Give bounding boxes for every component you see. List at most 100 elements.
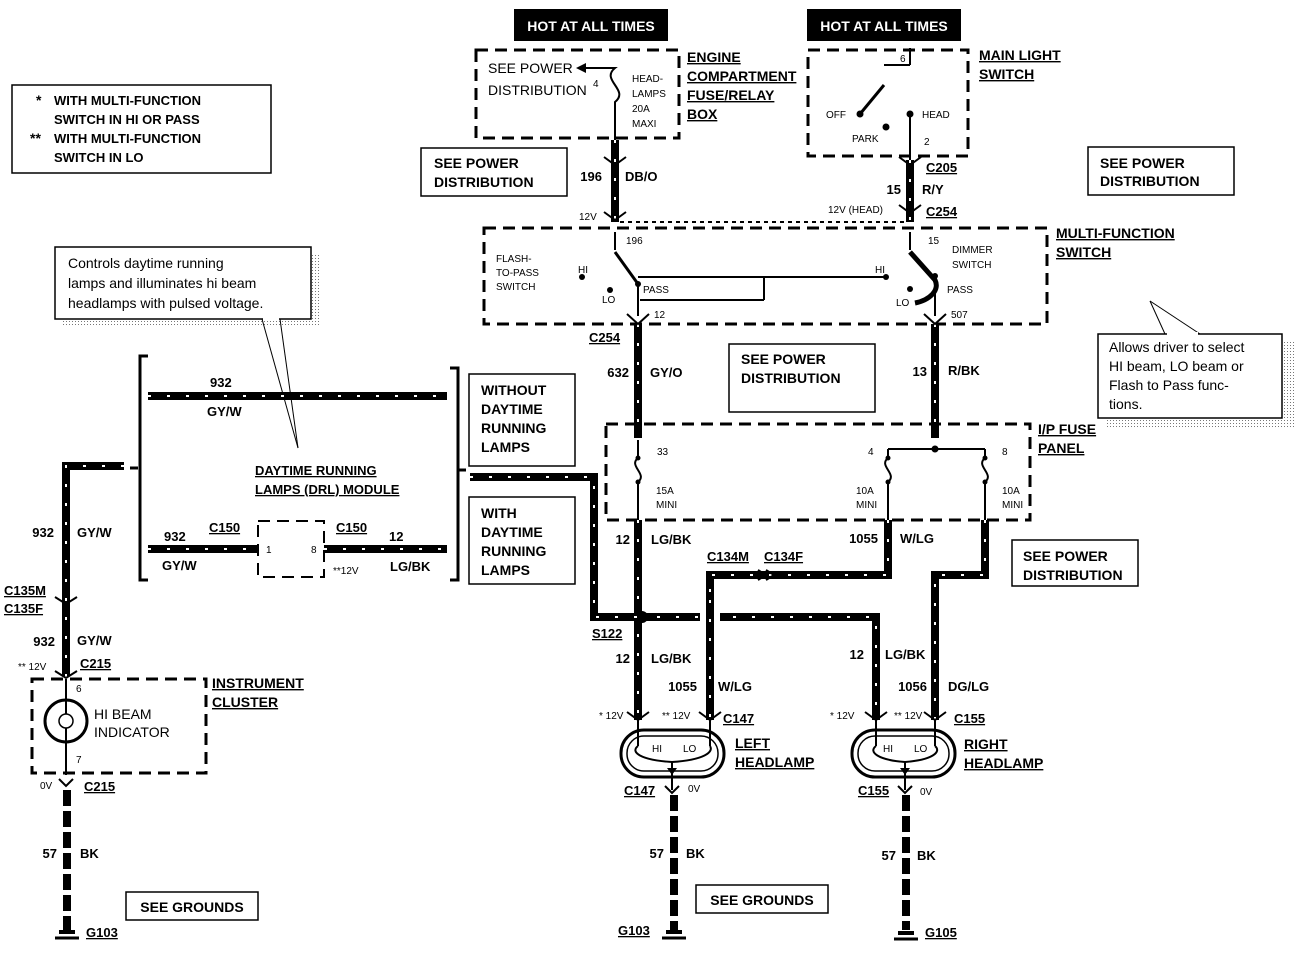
diagram-label: MAXI <box>632 119 656 130</box>
bracket-right <box>450 366 460 582</box>
diagram-label: 0V <box>920 787 933 798</box>
diagram-label: C147 <box>624 783 655 798</box>
diagram-label: RIGHT <box>964 736 1008 752</box>
diagram-label: * 12V <box>599 711 624 722</box>
diagram-label: SEE POWER <box>741 351 826 367</box>
diagram-label: DAYTIME <box>481 401 543 417</box>
left-headlamp: HI LO <box>619 720 726 790</box>
diagram-label: tions. <box>1109 396 1142 412</box>
with-drl-box: WITH DAYTIME RUNNING LAMPS <box>468 496 576 585</box>
diagram-label: SEE POWER <box>434 155 519 171</box>
diagram-label: DISTRIBUTION <box>488 82 587 98</box>
diagram-label: lamps and illuminates hi beam <box>68 275 256 291</box>
diagram-label: G105 <box>925 925 957 940</box>
diagram-label: PASS <box>643 285 669 296</box>
diagram-label: LO <box>602 295 616 306</box>
diagram-label: HEADLAMP <box>735 754 814 770</box>
diagram-label: GY/W <box>77 525 112 540</box>
diagram-label: HI <box>883 744 893 755</box>
diagram-label: LAMPS (DRL) MODULE <box>255 482 400 497</box>
diagram-label: LG/BK <box>651 651 692 666</box>
diagram-label: C135M <box>4 583 46 598</box>
diagram-label: 8 <box>311 545 317 556</box>
see-grounds-box-1: SEE GROUNDS <box>125 891 259 921</box>
diagram-label: BK <box>686 846 705 861</box>
diagram-label: 12 <box>616 532 630 547</box>
diagram-label: CLUSTER <box>212 694 278 710</box>
diagram-label: 12V (HEAD) <box>828 205 883 216</box>
ground-icon <box>662 930 686 940</box>
see-power-engine: SEE POWER DISTRIBUTION <box>488 60 587 98</box>
diagram-label: ** 12V <box>894 711 923 722</box>
arrow-icon <box>576 63 586 73</box>
diagram-label: SEE GROUNDS <box>710 892 813 908</box>
diagram-label: FUSE/RELAY <box>687 87 775 103</box>
diagram-label: ENGINE <box>687 49 741 65</box>
diagram-label: SEE POWER <box>1100 155 1185 171</box>
diagram-label: DAYTIME RUNNING <box>255 463 377 478</box>
without-drl-box: WITHOUT DAYTIME RUNNING LAMPS <box>468 373 576 467</box>
diagram-label: WITH MULTI-FUNCTION <box>54 131 201 146</box>
headlamps-fuse-link <box>580 67 621 140</box>
diagram-label: 1 <box>266 545 272 556</box>
diagram-label: BOX <box>687 106 718 122</box>
diagram-label: 196 <box>580 169 602 184</box>
diagram-label: 8 <box>1002 447 1008 458</box>
diagram-label: HEADLAMP <box>964 755 1043 771</box>
ground-icon <box>55 930 79 940</box>
diagram-label: W/LG <box>718 679 752 694</box>
see-power-box-4: SEE POWER DISTRIBUTION <box>1011 539 1139 587</box>
diagram-label: DISTRIBUTION <box>1023 567 1123 583</box>
diagram-label: HI <box>652 744 662 755</box>
diagram-label: headlamps with pulsed voltage. <box>68 295 263 311</box>
diagram-label: LAMPS <box>632 89 666 100</box>
diagram-label: 57 <box>43 846 57 861</box>
diagram-label: DG/LG <box>948 679 989 694</box>
diagram-label: 932 <box>210 375 232 390</box>
diagram-label: 12 <box>616 651 630 666</box>
legend-box: * WITH MULTI-FUNCTION SWITCH IN HI OR PA… <box>11 84 272 174</box>
diagram-label: WITH <box>481 505 517 521</box>
headlamps-fuse-label: HEAD- LAMPS 20A MAXI <box>632 74 666 130</box>
main-light-switch-outline <box>806 48 970 158</box>
diagram-label: C215 <box>80 656 111 671</box>
hot-banner-left: HOT AT ALL TIMES <box>514 9 668 41</box>
diagram-label: MINI <box>856 500 877 511</box>
bracket-left <box>138 354 148 582</box>
diagram-label: C155 <box>954 711 985 726</box>
diagram-label: I/P FUSE <box>1038 421 1096 437</box>
diagram-label: R/BK <box>948 363 980 378</box>
splice-s122 <box>636 611 648 623</box>
diagram-label: BK <box>917 848 936 863</box>
diagram-label: GY/W <box>77 633 112 648</box>
diagram-label: TO-PASS <box>496 268 539 279</box>
diagram-label: 2 <box>924 137 930 148</box>
diagram-label: LG/BK <box>885 647 926 662</box>
diagram-label: 6 <box>900 54 906 65</box>
diagram-label: INSTRUMENT <box>212 675 304 691</box>
diagram-label: RUNNING <box>481 543 546 559</box>
diagram-label: HI BEAM <box>94 706 152 722</box>
diagram-label: SWITCH <box>496 282 535 293</box>
diagram-label: 7 <box>76 755 82 766</box>
diagram-label: 57 <box>882 848 896 863</box>
diagram-label: SEE GROUNDS <box>140 899 243 915</box>
main-light-switch-label: MAIN LIGHT SWITCH <box>979 47 1061 82</box>
diagram-label: * 12V <box>830 711 855 722</box>
diagram-label: 15 <box>887 182 901 197</box>
diagram-label: 1055 <box>849 531 878 546</box>
diagram-label: Flash to Pass func- <box>1109 377 1229 393</box>
ip-fuse-panel-label: I/P FUSE PANEL <box>1038 421 1096 456</box>
right-headlamp: HI LO <box>850 720 957 790</box>
diagram-label: 12V <box>579 212 597 223</box>
wire-12-right <box>638 613 880 720</box>
diagram-label: COMPARTMENT <box>687 68 797 84</box>
diagram-label: C215 <box>84 779 115 794</box>
instrument-cluster-label: INSTRUMENT CLUSTER <box>212 675 304 710</box>
diagram-label: 15A <box>656 486 674 497</box>
diagram-label: HI <box>875 265 885 276</box>
diagram-label: 932 <box>33 634 55 649</box>
diagram-label: 1055 <box>668 679 697 694</box>
see-grounds-box-2: SEE GROUNDS <box>695 884 829 914</box>
